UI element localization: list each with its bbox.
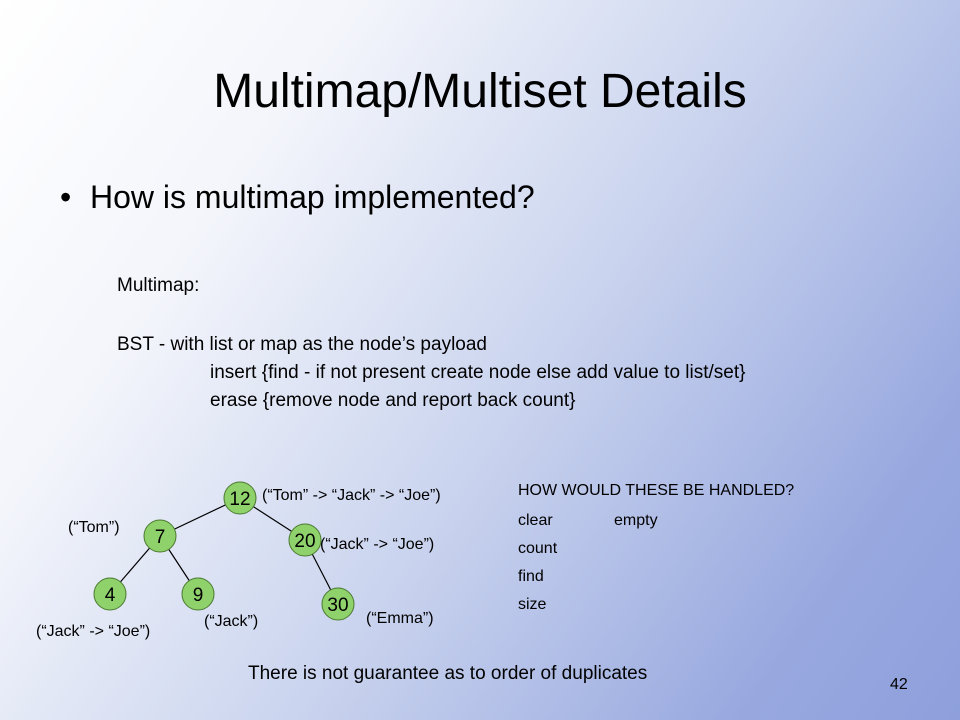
payload-label-12: (“Tom” -> “Jack” -> “Joe”) xyxy=(262,487,441,504)
tree-node-20: 20 xyxy=(288,523,322,557)
tree-node-key: 7 xyxy=(155,527,166,548)
tree-node-key: 4 xyxy=(105,585,116,606)
payload-label-30: (“Emma”) xyxy=(366,610,434,627)
tree-node-key: 9 xyxy=(193,585,204,606)
op-clear: clear xyxy=(518,512,553,529)
tree-node-9: 9 xyxy=(181,577,215,611)
tree-node-key: 30 xyxy=(327,595,348,616)
bullet-item: • How is multimap implemented? xyxy=(60,175,535,219)
multimap-heading: Multimap: xyxy=(117,275,200,296)
payload-label-4: (“Jack” -> “Joe”) xyxy=(36,623,151,640)
payload-label-20: (“Jack” -> “Joe”) xyxy=(320,536,435,553)
op-size: size xyxy=(518,596,547,613)
tree-node-key: 12 xyxy=(229,489,250,510)
page-number: 42 xyxy=(890,676,908,693)
op-count: count xyxy=(518,540,558,557)
tree-node-30: 30 xyxy=(321,587,355,621)
footer-note: There is not guarantee as to order of du… xyxy=(248,663,648,684)
insert-description: insert {find - if not present create nod… xyxy=(210,362,746,383)
tree-node-7: 7 xyxy=(143,519,177,553)
tree-node-key: 20 xyxy=(294,531,315,552)
slide-title: Multimap/Multiset Details xyxy=(213,65,747,118)
payload-label-9: (“Jack”) xyxy=(204,613,259,630)
bst-description: BST - with list or map as the node’s pay… xyxy=(117,334,487,355)
op-empty: empty xyxy=(614,512,658,529)
tree-node-12: 12 xyxy=(223,481,257,515)
tree-node-4: 4 xyxy=(93,577,127,611)
question-heading: HOW WOULD THESE BE HANDLED? xyxy=(518,482,795,499)
op-find: find xyxy=(518,568,544,585)
bullet-text: How is multimap implemented? xyxy=(90,179,535,215)
erase-description: erase {remove node and report back count… xyxy=(210,390,576,411)
bullet-dot: • xyxy=(60,179,72,215)
payload-label-7: (“Tom”) xyxy=(68,519,120,536)
